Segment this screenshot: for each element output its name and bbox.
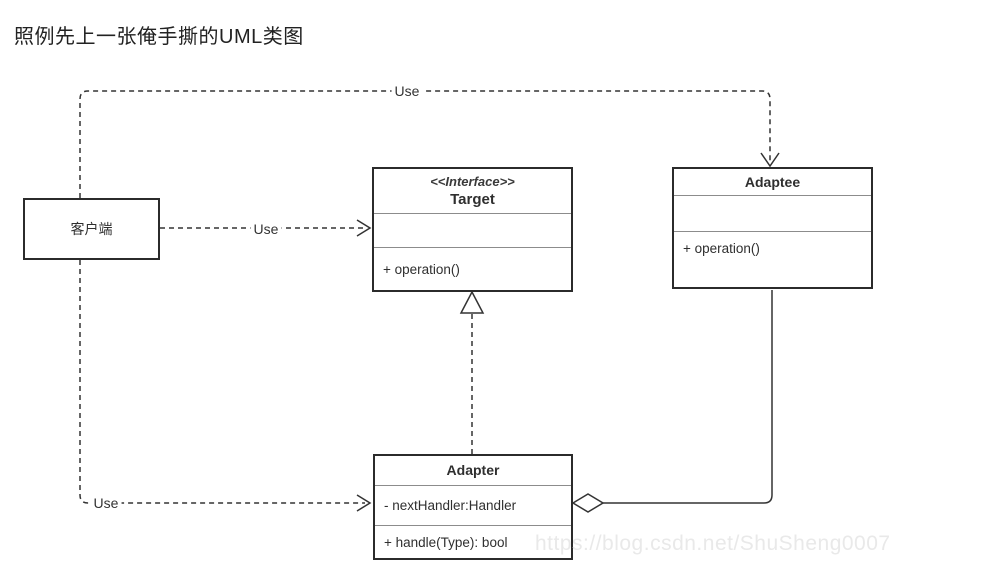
edge-adapter-adaptee	[603, 290, 773, 504]
attributes-compartment	[674, 195, 871, 231]
class-box-adapter: Adapter - nextHandler:Handler + handle(T…	[373, 454, 573, 560]
method-item: + operation()	[683, 241, 760, 256]
methods-compartment: + operation()	[674, 231, 871, 287]
watermark-text: https://blog.csdn.net/ShuSheng0007	[535, 532, 891, 555]
dependency-arrowhead-icon	[356, 494, 372, 512]
class-stereotype: <<Interface>>	[430, 174, 515, 189]
realization-arrowhead-icon	[459, 290, 485, 314]
edge-label-use: Use	[391, 83, 423, 99]
dependency-arrowhead-icon	[356, 219, 372, 237]
attributes-compartment: - nextHandler:Handler	[375, 485, 571, 525]
edge-label-use: Use	[250, 221, 282, 237]
method-item: + operation()	[383, 261, 460, 277]
aggregation-diamond-icon	[571, 493, 605, 513]
class-name: Target	[450, 191, 495, 208]
methods-compartment: + operation()	[374, 247, 571, 290]
class-box-target: <<Interface>> Target + operation()	[372, 167, 573, 292]
class-name: 客户端	[70, 221, 113, 237]
edge-client-adapter	[79, 260, 365, 504]
class-box-client: 客户端	[23, 198, 160, 260]
dependency-arrowhead-icon	[760, 152, 780, 168]
class-name: Adaptee	[744, 173, 801, 190]
page-title: 照例先上一张俺手撕的UML类图	[14, 26, 304, 48]
edge-label-use: Use	[90, 495, 122, 511]
class-box-adaptee: Adaptee + operation()	[672, 167, 873, 289]
methods-compartment: + handle(Type): bool	[375, 525, 571, 558]
class-header: Adapter	[375, 456, 571, 485]
attribute-item: - nextHandler:Handler	[384, 498, 517, 513]
attributes-compartment	[374, 213, 571, 247]
method-item: + handle(Type): bool	[384, 534, 508, 550]
class-header: Adaptee	[674, 169, 871, 195]
class-name: Adapter	[446, 462, 500, 478]
edge-client-adaptee	[79, 90, 771, 198]
class-header: <<Interface>> Target	[374, 169, 571, 213]
